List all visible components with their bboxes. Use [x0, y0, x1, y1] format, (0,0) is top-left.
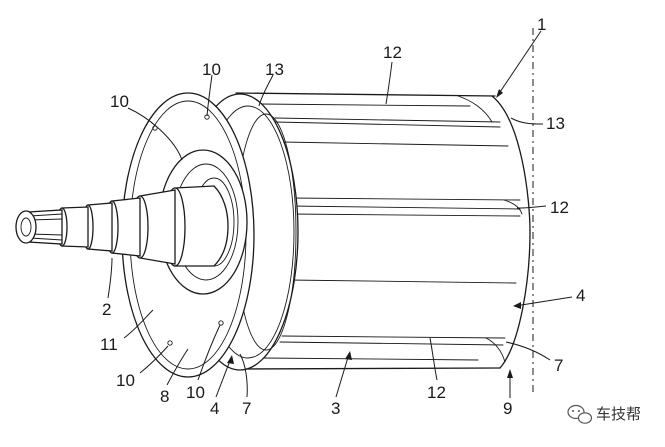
label-13-right: 13	[546, 114, 565, 133]
label-10-top: 10	[202, 60, 221, 79]
reference-labels: 1 12 13 10 10 13 12 4 7 9 12 3 7 4 10 8 …	[100, 15, 585, 418]
label-8: 8	[160, 387, 169, 406]
label-12-bottom: 12	[427, 383, 446, 402]
label-7-right: 7	[554, 356, 563, 375]
label-9: 9	[503, 399, 512, 418]
label-10-left: 10	[110, 92, 129, 111]
label-2: 2	[102, 300, 111, 319]
label-4-bottom: 4	[210, 399, 219, 418]
hole-icon	[167, 340, 173, 346]
hole-icon	[218, 320, 224, 326]
label-10-bottom-left: 10	[116, 371, 135, 390]
shaft	[15, 185, 229, 267]
label-10-bottom: 10	[186, 383, 205, 402]
watermark-text: 车技帮	[596, 406, 641, 423]
label-12-top: 12	[383, 43, 402, 62]
label-7-bottom: 7	[242, 399, 251, 418]
label-4-right: 4	[576, 286, 585, 305]
leader-lines	[107, 30, 573, 398]
label-12-right: 12	[550, 198, 569, 217]
watermark: 车技帮	[567, 404, 641, 424]
label-1: 1	[537, 15, 546, 34]
label-3: 3	[331, 399, 340, 418]
label-13-top: 13	[265, 60, 284, 79]
rotor-body	[235, 92, 531, 370]
label-11: 11	[100, 335, 118, 354]
wechat-icon	[567, 404, 593, 424]
